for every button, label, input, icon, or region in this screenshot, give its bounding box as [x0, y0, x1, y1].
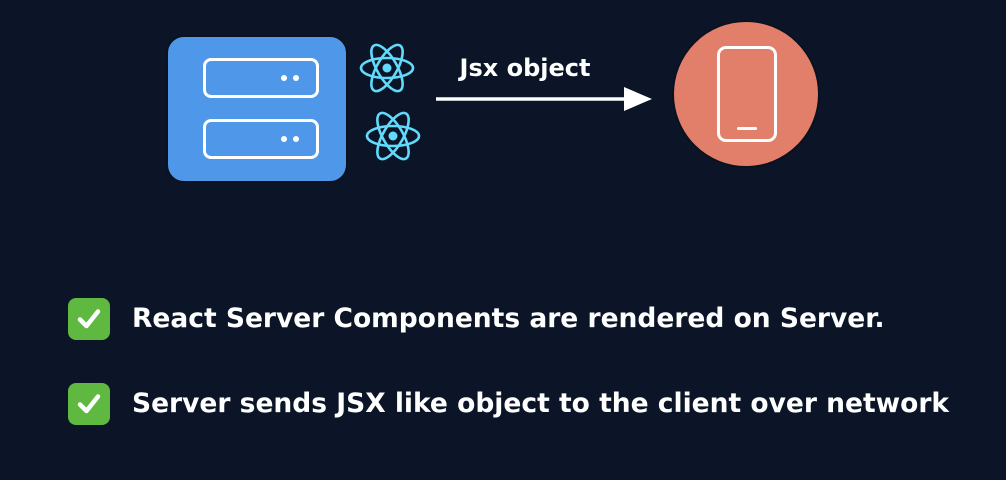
- server-box: [166, 35, 348, 183]
- indicator-light: [293, 136, 299, 142]
- check-mark-icon: [68, 383, 110, 425]
- phone-home-bar: [737, 127, 757, 130]
- mobile-phone-icon: [717, 46, 777, 142]
- bullet-item: React Server Components are rendered on …: [68, 297, 885, 341]
- react-logo-icon: [365, 111, 421, 161]
- indicator-light: [281, 136, 287, 142]
- server-rack-top: [203, 58, 319, 98]
- server-rack-bottom: [203, 119, 319, 159]
- right-arrow-icon: [436, 87, 652, 111]
- indicator-light: [293, 75, 299, 81]
- bullet-item: Server sends JSX like object to the clie…: [68, 382, 949, 426]
- arrow-label: Jsx object: [459, 54, 591, 82]
- bullet-text: React Server Components are rendered on …: [132, 303, 885, 334]
- client-device: [672, 20, 820, 168]
- react-logo-icon: [359, 43, 415, 93]
- check-mark-icon: [68, 298, 110, 340]
- indicator-light: [281, 75, 287, 81]
- bullet-text: Server sends JSX like object to the clie…: [132, 388, 950, 419]
